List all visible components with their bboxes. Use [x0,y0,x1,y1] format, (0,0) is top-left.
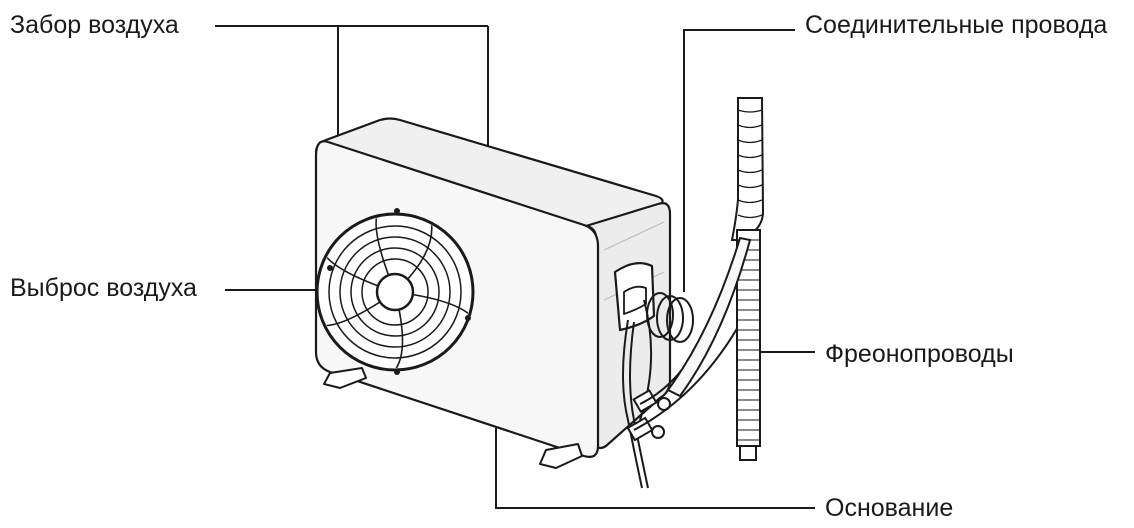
label-refrigerant-pipes: Фреонопроводы [825,340,1014,368]
label-air-intake: Забор воздуха [10,11,179,39]
unit-feet [323,367,583,469]
label-air-outlet: Выброс воздуха [10,274,197,302]
leader-lines [215,25,815,509]
pipe-bend [666,236,752,398]
refrigerant-pipe-icon [666,97,765,461]
foot-right [539,443,583,469]
label-base: Основание [825,494,954,522]
pipe-insulation [730,97,765,241]
leader-base [495,428,815,509]
leader-air-intake [215,25,489,148]
pipe-corrugated [736,229,761,447]
foot-left [323,367,367,389]
leader-connecting-wires [683,29,795,292]
label-connecting-wires: Соединительные провода [805,11,1108,39]
